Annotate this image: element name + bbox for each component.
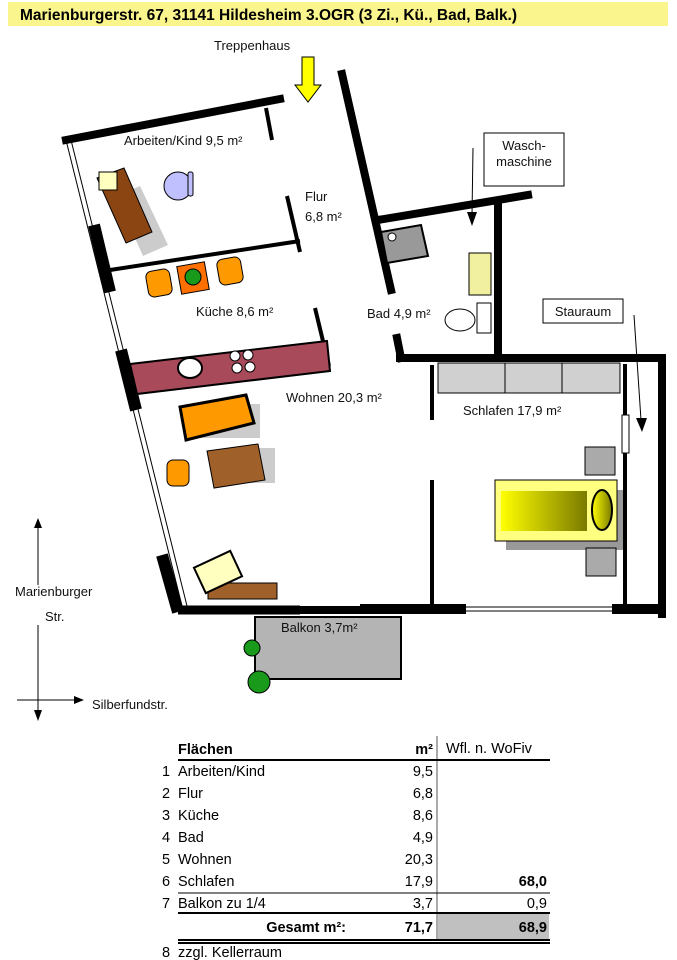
extra-row-name: zzgl. Kellerraum <box>178 945 282 960</box>
room-label-flur: Flur <box>305 189 328 204</box>
room-label-schlafen: Schlafen 17,9 m² <box>463 403 562 418</box>
row-number: 2 <box>162 786 170 802</box>
balcony <box>254 616 402 680</box>
sofa <box>178 393 260 442</box>
toilet-icon <box>444 308 476 332</box>
total-wfl: 68,9 <box>519 920 547 936</box>
row-area: 17,9 <box>405 874 433 890</box>
bath-fixtures <box>379 223 492 334</box>
wardrobe <box>437 362 621 394</box>
row-number: 4 <box>162 830 170 846</box>
washbasin-icon <box>468 252 492 296</box>
sink-icon <box>177 357 203 379</box>
room-label-arbeiten: Arbeiten/Kind 9,5 m² <box>124 133 243 148</box>
row-name: Flur <box>178 786 203 802</box>
washing-machine-note <box>483 132 565 187</box>
total-label: Gesamt m²: <box>266 920 346 936</box>
row-name: Arbeiten/Kind <box>178 764 265 780</box>
pointer-arrow-icon <box>633 314 642 421</box>
plant-icon <box>243 639 271 694</box>
row-area: 4,9 <box>413 830 433 846</box>
table-row: 3 Küche 8,6 <box>162 808 433 824</box>
row-number: 7 <box>162 896 170 912</box>
washing-machine-label: Wasch- <box>502 138 546 153</box>
room-label-kueche: Küche 8,6 m² <box>196 304 274 319</box>
table-header-name: Flächen <box>178 742 233 758</box>
room-label-wohnen: Wohnen 20,3 m² <box>286 390 383 405</box>
row-name: Schlafen <box>178 874 234 890</box>
table-header-wfl: Wfl. n. WoFiv <box>446 741 533 757</box>
row-number: 3 <box>162 808 170 824</box>
kitchen-counter <box>128 339 332 396</box>
row-area: 3,7 <box>413 896 433 912</box>
page-title: Marienburgerstr. 67, 31141 Hildesheim 3.… <box>20 7 517 24</box>
bed <box>494 446 623 577</box>
row-area: 9,5 <box>413 764 433 780</box>
storage-note <box>542 298 624 324</box>
table-header-area: m² <box>415 742 433 758</box>
row-area: 6,8 <box>413 786 433 802</box>
street-label-north-suffix: Str. <box>45 609 65 624</box>
row-number: 6 <box>162 874 170 890</box>
tv <box>192 549 278 600</box>
walls <box>61 69 666 618</box>
entrance-arrow-icon <box>293 56 323 103</box>
table-row: 7 Balkon zu 1/4 3,7 0,9 <box>162 896 547 912</box>
area-table: Flächen m² Wfl. n. WoFiv 1 Arbeiten/Kind 9… <box>162 736 550 960</box>
table-row: 5 Wohnen 20,3 <box>162 852 433 868</box>
street-label-east: Silberfundstr. <box>92 697 168 712</box>
table-row: 6 Schlafen 17,9 68,0 <box>162 874 547 890</box>
table-row: 2 Flur 6,8 <box>162 786 433 802</box>
row-area: 8,6 <box>413 808 433 824</box>
header-bar <box>8 2 668 26</box>
row-area: 20,3 <box>405 852 433 868</box>
row-wfl: 68,0 <box>519 874 547 890</box>
desk <box>96 167 168 256</box>
row-name: Balkon zu 1/4 <box>178 896 266 912</box>
room-area-flur: 6,8 m² <box>305 209 343 224</box>
row-name: Bad <box>178 830 204 846</box>
pointer-arrow-icon <box>471 147 474 216</box>
storage-label: Stauraum <box>555 304 611 319</box>
row-number: 5 <box>162 852 170 868</box>
table-row: 1 Arbeiten/Kind 9,5 <box>162 764 433 780</box>
total-area: 71,7 <box>405 920 433 936</box>
table-row: 4 Bad 4,9 <box>162 830 433 846</box>
row-number: 1 <box>162 764 170 780</box>
row-name: Wohnen <box>178 852 232 868</box>
office-chair <box>163 171 194 201</box>
room-label-bad: Bad 4,9 m² <box>367 306 431 321</box>
living-table-chair <box>166 443 275 489</box>
row-name: Küche <box>178 808 219 824</box>
washing-machine-label: maschine <box>496 154 552 169</box>
street-label-north: Marienburger <box>15 584 93 599</box>
entrance-label: Treppenhaus <box>214 38 291 53</box>
room-label-balkon: Balkon 3,7m² <box>281 620 358 635</box>
shower-icon <box>379 223 430 265</box>
extra-row-number: 8 <box>162 945 170 960</box>
kitchen-table-set <box>145 256 244 298</box>
south-window <box>466 414 630 612</box>
row-wfl: 0,9 <box>527 896 547 912</box>
